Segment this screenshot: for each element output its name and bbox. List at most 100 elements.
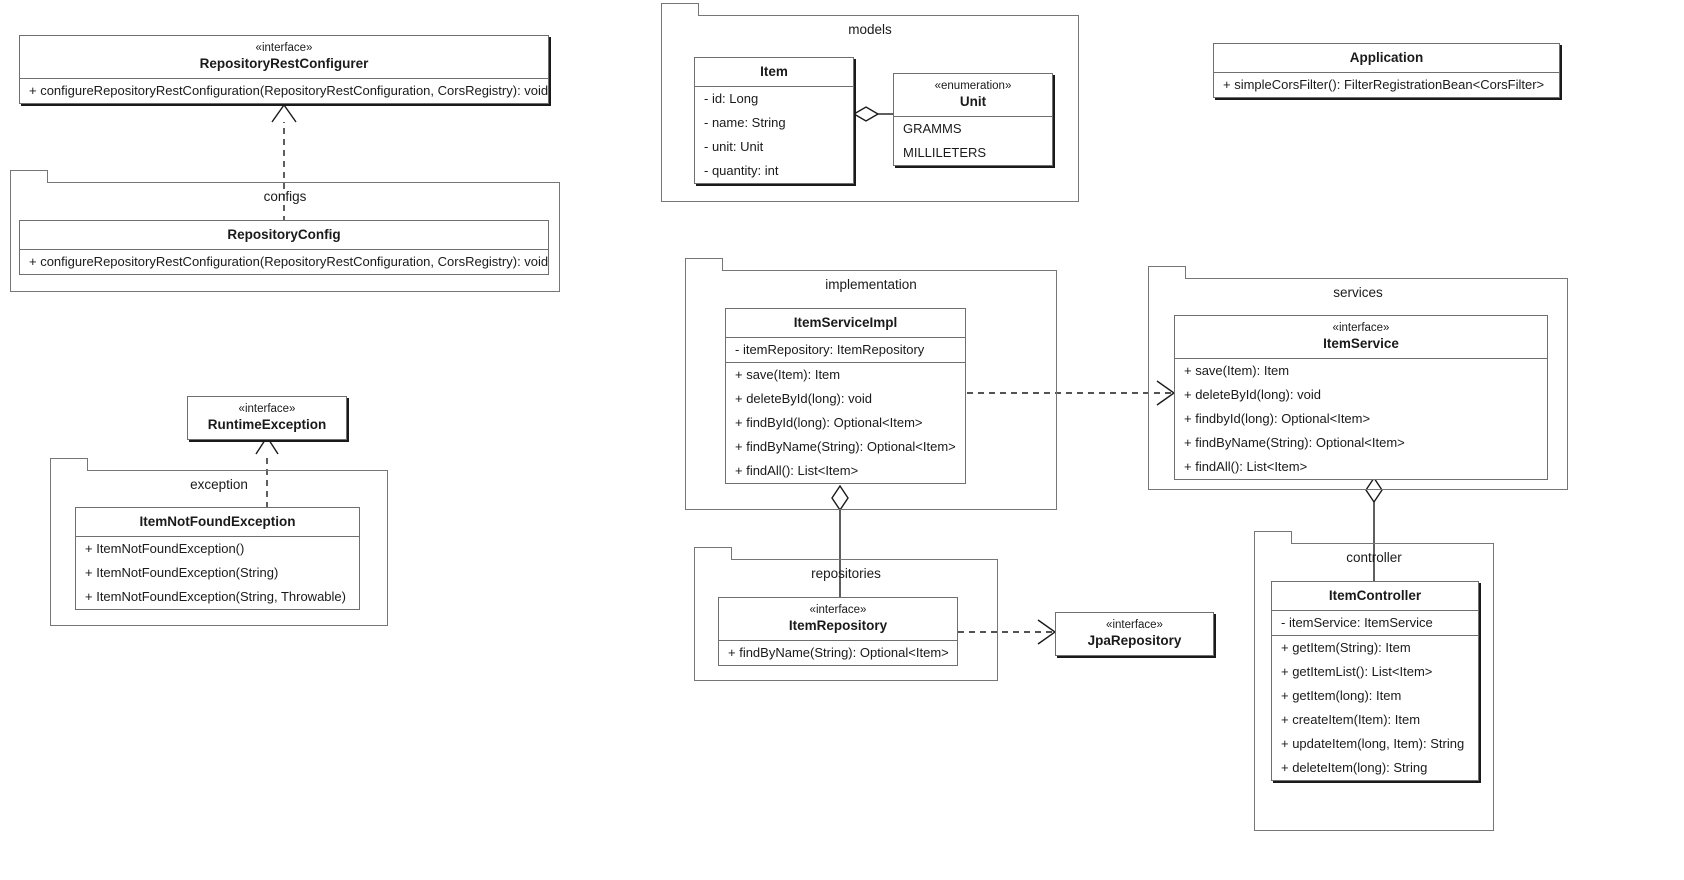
method-row: + deleteById(long): void — [735, 391, 872, 406]
class-item-service-impl[interactable]: ItemServiceImpl - itemRepository: ItemRe… — [725, 308, 966, 484]
attribute-row: - itemRepository: ItemRepository — [735, 342, 925, 357]
class-name: ItemServiceImpl — [793, 315, 898, 330]
class-header: «interface» ItemService — [1175, 316, 1547, 359]
package-models[interactable]: models — [661, 3, 1079, 202]
method-row: + simpleCorsFilter(): FilterRegistration… — [1223, 77, 1545, 92]
methods-compartment: + ItemNotFoundException() + ItemNotFound… — [76, 537, 359, 609]
stereotype-label: «interface» — [238, 403, 296, 415]
attribute-row: - id: Long — [704, 91, 759, 106]
class-header: «interface» ItemRepository — [719, 598, 957, 641]
package-configs[interactable]: configs — [10, 170, 560, 292]
attribute-row: - unit: Unit — [704, 139, 764, 154]
stereotype-label: «interface» — [809, 604, 867, 616]
method-row: + findAll(): List<Item> — [735, 463, 859, 478]
method-row: + configureRepositoryRestConfiguration(R… — [29, 83, 549, 98]
package-implementation[interactable]: implementation — [685, 258, 1057, 510]
class-header: Item — [695, 58, 853, 87]
literals-compartment: GRAMMS MILLILETERS — [894, 117, 1052, 165]
class-header: ItemController — [1272, 582, 1478, 611]
package-tab — [50, 458, 88, 471]
method-row: + ItemNotFoundException() — [85, 541, 245, 556]
package-services[interactable]: services — [1148, 266, 1568, 490]
class-item-controller[interactable]: ItemController - itemService: ItemServic… — [1271, 581, 1479, 781]
package-label: controller — [1346, 550, 1402, 565]
method-row: + save(Item): Item — [1184, 363, 1290, 378]
class-runtime-exception[interactable]: «interface» RuntimeException — [187, 396, 347, 440]
class-repository-rest-configurer[interactable]: «interface» RepositoryRestConfigurer + c… — [19, 35, 549, 104]
method-row: + createItem(Item): Item — [1281, 712, 1421, 727]
package-tab — [694, 547, 732, 560]
class-repository-config[interactable]: RepositoryConfig + configureRepositoryRe… — [19, 220, 549, 275]
methods-compartment: + simpleCorsFilter(): FilterRegistration… — [1214, 73, 1559, 97]
class-header: «interface» JpaRepository — [1056, 613, 1213, 655]
class-name: Application — [1349, 50, 1424, 65]
method-row: + save(Item): Item — [735, 367, 841, 382]
attribute-row: - quantity: int — [704, 163, 779, 178]
method-row: + findByName(String): Optional<Item> — [1184, 435, 1405, 450]
method-row: + deleteById(long): void — [1184, 387, 1321, 402]
method-row: + deleteItem(long): String — [1281, 760, 1428, 775]
stereotype-label: «interface» — [1332, 322, 1390, 334]
stereotype-label: «interface» — [1106, 619, 1163, 631]
class-name: ItemService — [1323, 336, 1399, 351]
enum-literal-row: MILLILETERS — [903, 145, 987, 160]
class-header: ItemServiceImpl — [726, 309, 965, 338]
enum-unit[interactable]: «enumeration» Unit GRAMMS MILLILETERS — [893, 73, 1053, 166]
method-row: + findById(long): Optional<Item> — [735, 415, 923, 430]
package-label: exception — [190, 477, 248, 492]
stereotype-label: «enumeration» — [934, 80, 1012, 92]
class-item-repository[interactable]: «interface» ItemRepository + findByName(… — [718, 597, 958, 666]
attributes-compartment: - itemService: ItemService — [1272, 611, 1478, 636]
method-row: + ItemNotFoundException(String) — [85, 565, 279, 580]
class-header: RepositoryConfig — [20, 221, 548, 250]
methods-compartment: + configureRepositoryRestConfiguration(R… — [20, 250, 548, 274]
method-row: + getItemList(): List<Item> — [1281, 664, 1433, 679]
class-item[interactable]: Item - id: Long - name: String - unit: U… — [694, 57, 854, 184]
method-row: + getItem(String): Item — [1281, 640, 1411, 655]
attributes-compartment: - itemRepository: ItemRepository — [726, 338, 965, 363]
class-header: «interface» RepositoryRestConfigurer — [20, 36, 548, 79]
package-label: models — [848, 22, 892, 37]
class-header: ItemNotFoundException — [76, 508, 359, 537]
methods-compartment: + configureRepositoryRestConfiguration(R… — [20, 79, 548, 103]
methods-compartment: + findByName(String): Optional<Item> — [719, 641, 957, 665]
class-name: ItemNotFoundException — [139, 514, 296, 529]
methods-compartment: + getItem(String): Item + getItemList():… — [1272, 636, 1478, 780]
attribute-row: - itemService: ItemService — [1281, 615, 1433, 630]
package-label: repositories — [811, 566, 881, 581]
enum-header: «enumeration» Unit — [894, 74, 1052, 117]
package-label: configs — [263, 189, 307, 204]
package-exception[interactable]: exception — [50, 458, 388, 626]
class-name: Item — [760, 64, 788, 79]
package-label: services — [1333, 285, 1383, 300]
class-application[interactable]: Application + simpleCorsFilter(): Filter… — [1213, 43, 1560, 98]
class-name: RuntimeException — [207, 417, 327, 432]
package-repositories[interactable]: repositories — [694, 547, 998, 681]
methods-compartment: + save(Item): Item + deleteById(long): v… — [726, 363, 965, 483]
class-header: «interface» RuntimeException — [188, 397, 346, 439]
class-item-service[interactable]: «interface» ItemService + save(Item): It… — [1174, 315, 1548, 480]
class-name: ItemRepository — [788, 618, 888, 633]
method-row: + findByName(String): Optional<Item> — [735, 439, 956, 454]
class-header: Application — [1214, 44, 1559, 73]
class-name: ItemController — [1328, 588, 1422, 603]
package-controller[interactable]: controller — [1254, 531, 1494, 831]
class-item-not-found-exception[interactable]: ItemNotFoundException + ItemNotFoundExce… — [75, 507, 360, 610]
method-row: + findAll(): List<Item> — [1184, 459, 1308, 474]
package-tab — [685, 258, 723, 271]
method-row: + updateItem(long, Item): String — [1281, 736, 1465, 751]
method-row: + getItem(long): Item — [1281, 688, 1402, 703]
package-tab — [10, 170, 48, 183]
class-name: RepositoryConfig — [227, 227, 341, 242]
class-name: JpaRepository — [1087, 633, 1182, 648]
method-row: + findbyId(long): Optional<Item> — [1184, 411, 1371, 426]
enum-name: Unit — [959, 94, 987, 109]
method-row: + ItemNotFoundException(String, Throwabl… — [85, 589, 346, 604]
enum-literal-row: GRAMMS — [903, 121, 962, 136]
class-jpa-repository[interactable]: «interface» JpaRepository — [1055, 612, 1214, 656]
stereotype-label: «interface» — [255, 42, 313, 54]
package-label: implementation — [825, 277, 917, 292]
class-name: RepositoryRestConfigurer — [199, 56, 369, 71]
package-tab — [661, 3, 699, 16]
